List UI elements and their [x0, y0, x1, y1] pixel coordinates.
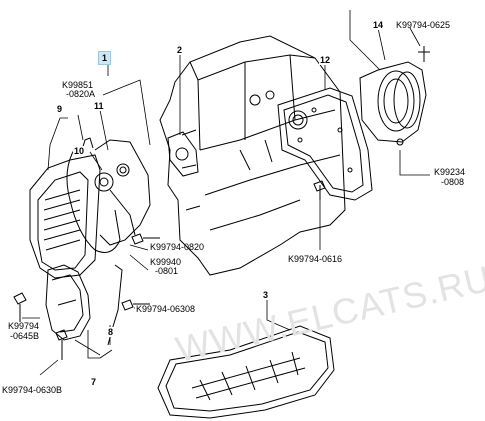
label-k99851: K99851 — [62, 80, 94, 90]
label-k99851-suffix: -0820A — [66, 89, 96, 99]
timing-cover — [29, 137, 151, 279]
callout-8: 8 — [107, 327, 115, 337]
label-k99794-suffix: -0645B — [10, 331, 40, 341]
label-k99794-0630b: K99794-0630B — [2, 385, 63, 395]
label-k99794-06308: K99794-06308 — [136, 304, 196, 314]
callout-11: 11 — [93, 101, 105, 111]
label-k99940-suffix: -0801 — [155, 266, 179, 276]
label-k99794-0625: K99794-0625 — [396, 20, 451, 30]
bolt-0630b — [55, 329, 68, 360]
label-k99794-0616: K99794-0616 — [288, 254, 343, 264]
seal-case-14 — [359, 46, 430, 146]
label-k99794: K99794 — [8, 321, 40, 331]
label-k99940: K99940 — [150, 257, 182, 267]
callout-7: 7 — [90, 377, 98, 387]
oil-pan-gasket-3 — [157, 325, 335, 419]
gasket-10 — [66, 147, 121, 253]
label-k99794-0820: K99794-0820 — [150, 242, 205, 252]
label-k99234: K99234 — [434, 167, 466, 177]
leader-lines — [22, 10, 430, 376]
gasket-2 — [167, 131, 199, 177]
bolt-0616 — [313, 180, 326, 200]
bolt-0820 — [131, 233, 160, 245]
callout-2: 2 — [176, 45, 184, 55]
callout-1: 1 — [98, 51, 112, 65]
callout-9: 9 — [56, 104, 64, 114]
callout-12: 12 — [319, 55, 332, 65]
callout-14: 14 — [372, 20, 385, 30]
bolt-0645b — [13, 292, 27, 322]
callout-10: 10 — [73, 146, 86, 156]
rear-plate-12 — [277, 87, 373, 201]
lower-cover-7 — [45, 264, 91, 341]
callout-3: 3 — [262, 290, 270, 300]
label-k99234-suffix: -0808 — [441, 177, 465, 187]
